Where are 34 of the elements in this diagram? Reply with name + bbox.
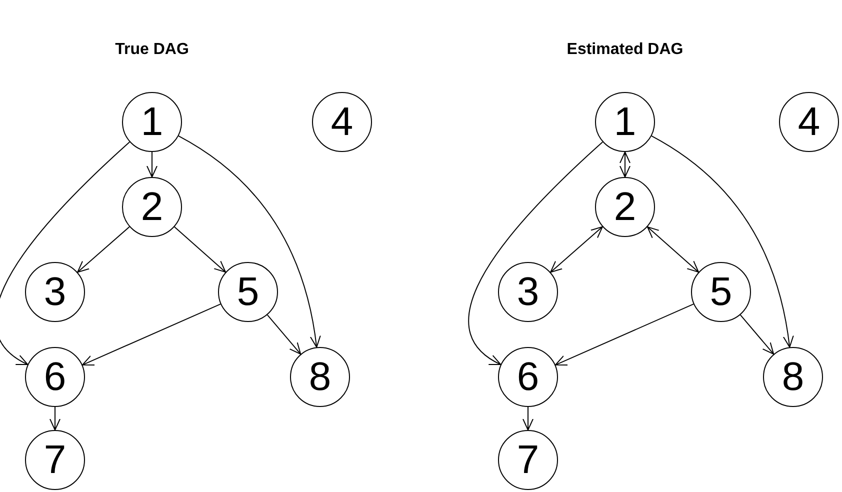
node-label: 4 (330, 102, 354, 142)
arrow (522, 406, 534, 430)
arrow (77, 226, 130, 273)
arrow (740, 314, 774, 355)
panel-title: Estimated DAG (566, 40, 684, 60)
arrow (620, 152, 630, 178)
arrow (468, 141, 604, 366)
node-label: 2 (140, 187, 164, 227)
arrow (550, 226, 603, 273)
arrow (554, 304, 694, 366)
node-label: 3 (44, 272, 66, 312)
node-label: 1 (614, 102, 636, 142)
arrow (50, 406, 60, 430)
node-label: 6 (44, 357, 66, 397)
arrow (266, 314, 302, 355)
node-label: 3 (516, 272, 540, 312)
arrow (146, 152, 158, 178)
node-label: 8 (308, 357, 332, 397)
arrow (178, 135, 320, 348)
arrow (646, 226, 700, 273)
arrow (651, 135, 794, 348)
node-label: 7 (44, 440, 66, 480)
panel-title: True DAG (115, 40, 189, 60)
arrow (0, 141, 130, 366)
node-label: 5 (236, 272, 260, 312)
arrow (174, 226, 226, 273)
node-label: 2 (614, 187, 636, 227)
node-label: 6 (516, 357, 540, 397)
node-label: 1 (140, 102, 164, 142)
arrow (82, 304, 222, 366)
node-label: 4 (798, 102, 820, 142)
node-label: 8 (782, 357, 804, 397)
node-label: 7 (516, 440, 540, 480)
node-label: 5 (710, 272, 732, 312)
